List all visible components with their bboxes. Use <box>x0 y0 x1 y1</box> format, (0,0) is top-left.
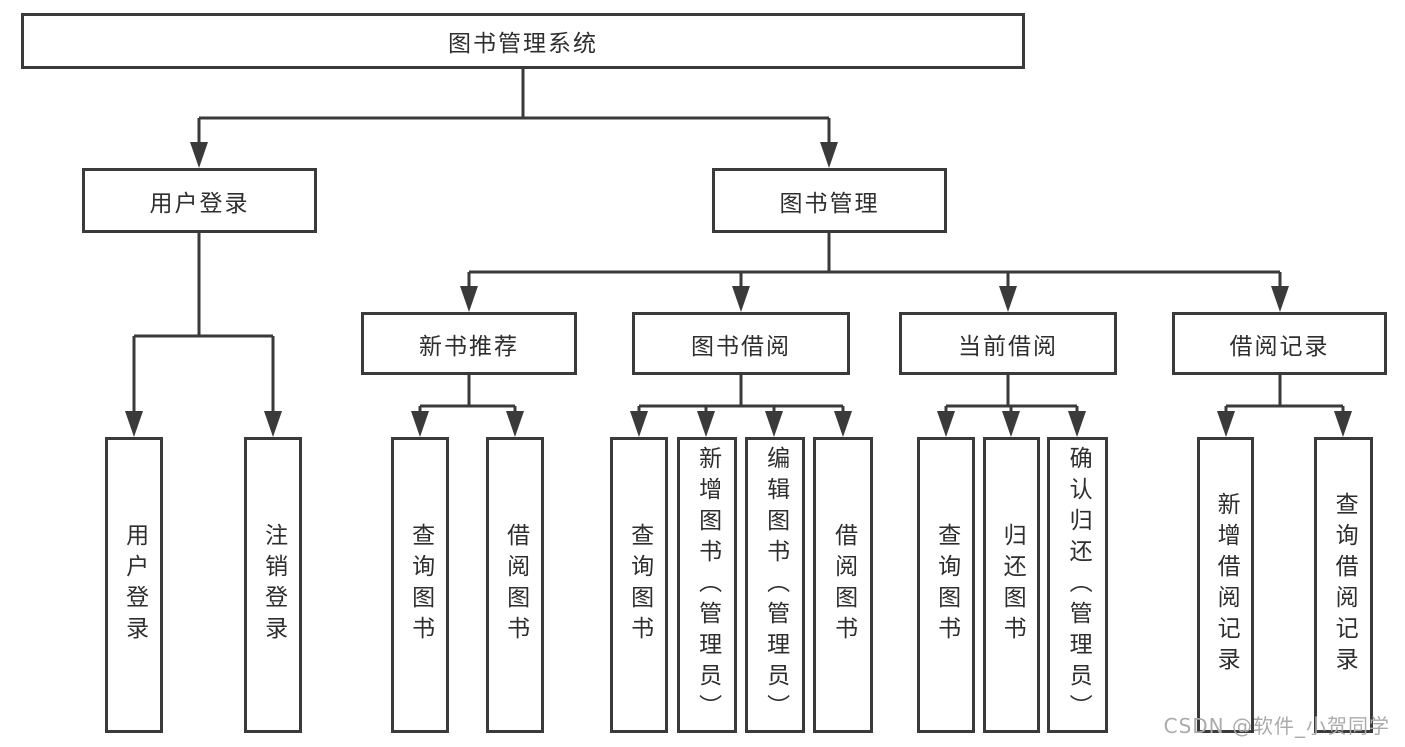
leaf-add-borrow-record: 新增借阅记录 <box>1197 437 1254 733</box>
leaf-logout: 注销登录 <box>244 437 302 733</box>
leaf-query-books-current: 查询图书 <box>917 437 975 733</box>
leaf-query-books-borrow: 查询图书 <box>610 437 668 733</box>
leaf-borrow-books: 借阅图书 <box>813 437 873 733</box>
leaf-query-borrow-record-label: 查询借阅记录 <box>1331 492 1358 678</box>
node-new-book-recommend-label: 新书推荐 <box>419 333 519 360</box>
leaf-add-borrow-record-label: 新增借阅记录 <box>1213 492 1240 678</box>
node-new-book-recommend: 新书推荐 <box>361 312 577 375</box>
leaf-edit-books-admin-label: 编辑图书（管理员） <box>762 445 789 725</box>
leaf-add-books-admin: 新增图书（管理员） <box>677 437 737 733</box>
leaf-query-borrow-record: 查询借阅记录 <box>1314 437 1373 733</box>
node-book-management-label: 图书管理 <box>779 190 880 217</box>
node-user-login-label: 用户登录 <box>149 190 250 217</box>
csdn-watermark: CSDN @软件_小贺同学 <box>1163 714 1390 738</box>
leaf-query-books-recommend-label: 查询图书 <box>407 523 434 647</box>
leaf-return-books-label: 归还图书 <box>999 523 1026 647</box>
root-node-label: 图书管理系统 <box>448 31 598 57</box>
leaf-edit-books-admin: 编辑图书（管理员） <box>745 437 805 733</box>
leaf-confirm-return-admin: 确认归还（管理员） <box>1047 437 1108 733</box>
node-book-borrow-label: 图书借阅 <box>691 333 791 360</box>
leaf-user-login: 用户登录 <box>105 437 163 733</box>
root-node-library-management-system: 图书管理系统 <box>21 13 1025 69</box>
leaf-borrow-books-recommend: 借阅图书 <box>486 437 544 733</box>
node-current-borrow-label: 当前借阅 <box>958 333 1058 360</box>
leaf-query-books-current-label: 查询图书 <box>933 523 960 647</box>
node-book-management: 图书管理 <box>712 168 947 233</box>
leaf-query-books-recommend: 查询图书 <box>391 437 449 733</box>
leaf-borrow-books-label: 借阅图书 <box>830 523 857 647</box>
leaf-user-login-label: 用户登录 <box>121 523 148 647</box>
leaf-query-books-borrow-label: 查询图书 <box>626 523 653 647</box>
node-current-borrow: 当前借阅 <box>899 312 1117 375</box>
leaf-borrow-books-recommend-label: 借阅图书 <box>502 523 529 647</box>
leaf-logout-label: 注销登录 <box>260 523 287 647</box>
leaf-add-books-admin-label: 新增图书（管理员） <box>694 445 721 725</box>
node-book-borrow: 图书借阅 <box>632 312 850 375</box>
node-borrow-records-label: 借阅记录 <box>1229 333 1330 360</box>
node-user-login: 用户登录 <box>82 168 317 233</box>
leaf-confirm-return-admin-label: 确认归还（管理员） <box>1065 445 1092 725</box>
node-borrow-records: 借阅记录 <box>1172 312 1387 375</box>
leaf-return-books: 归还图书 <box>983 437 1040 733</box>
